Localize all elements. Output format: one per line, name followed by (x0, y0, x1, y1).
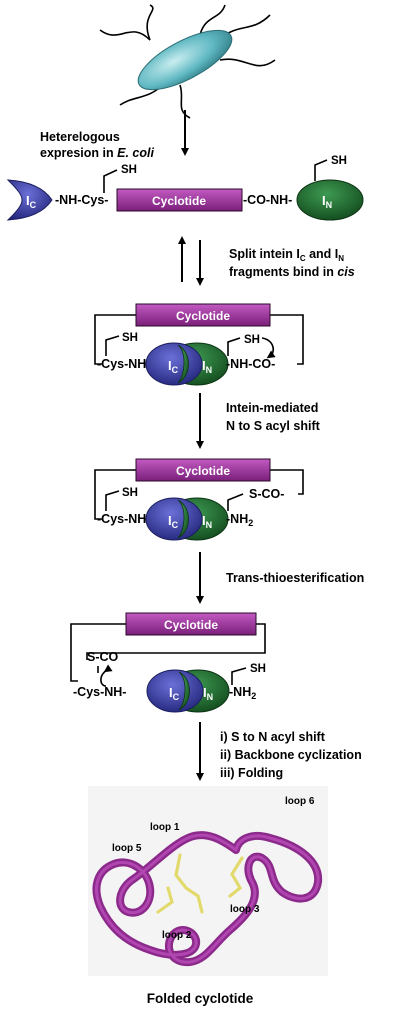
attack-arrow-1 (261, 337, 276, 359)
cys-nh-label-4: -Cys-NH- (73, 685, 126, 699)
sh-label-5: SH (122, 487, 138, 499)
cyclotide-box-4 (125, 612, 257, 636)
attack-arrow-2 (100, 664, 113, 687)
e-coli-illustration (99, 4, 276, 119)
s-bond-3 (227, 493, 244, 511)
step3-line1: Intein-mediated (226, 401, 318, 415)
in-label-2: IN (202, 358, 212, 375)
cyclotide-box-2 (135, 303, 271, 327)
disulfide-3 (228, 856, 244, 898)
backbone-right-3 (270, 469, 304, 495)
nh-co-label: -NH-CO- (226, 357, 275, 371)
backbone-left-4 (70, 623, 126, 682)
backbone-left-3 (94, 469, 136, 520)
ic-label-2: IC (168, 358, 179, 375)
cyclotide-label-3: Cyclotide (176, 464, 230, 478)
intein-c-ellipse-4 (146, 669, 204, 713)
sh-bond-2 (314, 159, 328, 181)
nh-cys-label: -NH-Cys- (55, 193, 108, 207)
ic-label: IC (26, 193, 37, 210)
linear-construct: IC -NH-Cys- SH Cyclotide -CO-NH- IN SH (6, 155, 364, 221)
sh-bond-6 (231, 667, 247, 685)
cis-binding-complex: Cyclotide SH -Cys-NH- IC IN SH -NH-CO- (94, 303, 304, 386)
step1-line1: Heterelogous (40, 130, 120, 144)
intein-overlap-3 (177, 499, 189, 539)
disulfide-1 (174, 853, 204, 914)
step4-line1: Trans-thioesterification (226, 571, 364, 585)
loop2-label: loop 2 (162, 930, 192, 941)
loop5-label: loop 5 (112, 843, 142, 854)
thioester-complex: Cyclotide SH -Cys-NH- IC IN S-CO- -NH2 (94, 458, 304, 541)
folded-cyclotide-ribbon: loop 1 loop 6 loop 5 loop 3 loop 2 (88, 786, 328, 976)
folded-cyclotide-caption: Folded cyclotide (147, 991, 254, 1006)
intein-c-ellipse-3 (145, 497, 203, 541)
loop3-label: loop 3 (230, 904, 260, 915)
ic-label-4: IC (169, 685, 180, 702)
in-label-1: IN (322, 193, 332, 210)
ic-label-3: IC (168, 513, 179, 530)
cyclotide-box-3 (135, 458, 271, 482)
disulfide-2 (156, 886, 174, 914)
ribbon-highlight (95, 833, 320, 964)
sh-bond-1 (103, 169, 118, 193)
disulfide-bonds (156, 853, 244, 914)
step5-line3: iii) Folding (220, 766, 283, 780)
sh-bond-5 (105, 490, 120, 511)
step5-line2: ii) Backbone cyclization (220, 748, 362, 762)
cys-nh-label-3: -Cys-NH- (97, 512, 150, 526)
s-co-label-3: S-CO- (249, 487, 284, 501)
nh2-label-3: -NH2 (226, 512, 253, 528)
step2-line2: fragments bind in cis (229, 265, 355, 279)
backbone-left-2 (94, 314, 136, 365)
intein-overlap-4 (178, 671, 190, 711)
cyclotide-box-1 (116, 188, 243, 212)
sh-label-4: SH (244, 334, 260, 346)
nh2-label-4: -NH2 (229, 685, 256, 701)
loop1-label: loop 1 (150, 822, 180, 833)
in-label-3: IN (202, 513, 212, 530)
step1-line2: expresion in E. coli (40, 146, 154, 160)
step5-line1: i) S to N acyl shift (220, 730, 326, 744)
intein-n-ellipse-1 (296, 179, 364, 221)
sh-label-3: SH (122, 332, 138, 344)
sh-label-6: SH (250, 663, 266, 675)
backbone-right-4 (86, 623, 266, 660)
cyclotide-label-1: Cyclotide (152, 194, 206, 208)
cys-nh-label-2: -Cys-NH- (97, 357, 150, 371)
intein-overlap-2 (177, 344, 189, 384)
thioester-intermediate: Cyclotide S-CO -Cys-NH- IC IN SH -NH2 (70, 612, 266, 713)
sh-label-1: SH (121, 164, 137, 176)
co-nh-label: -CO-NH- (243, 193, 292, 207)
cyclotide-label-2: Cyclotide (176, 309, 230, 323)
step3-line2: N to S acyl shift (226, 419, 321, 433)
loop6-label: loop 6 (285, 796, 315, 807)
cyclotide-label-4: Cyclotide (164, 618, 218, 632)
s-co-label-4: S-CO (87, 650, 119, 664)
sh-label-2: SH (331, 155, 347, 167)
backbone-right-2 (270, 314, 304, 365)
intein-c-crescent (6, 179, 53, 221)
step2-line1: Split intein IC and IN (229, 247, 344, 263)
intein-c-ellipse-2 (145, 342, 203, 386)
sh-bond-3 (105, 335, 120, 356)
in-label-4: IN (203, 685, 213, 702)
sh-bond-4 (227, 337, 241, 356)
